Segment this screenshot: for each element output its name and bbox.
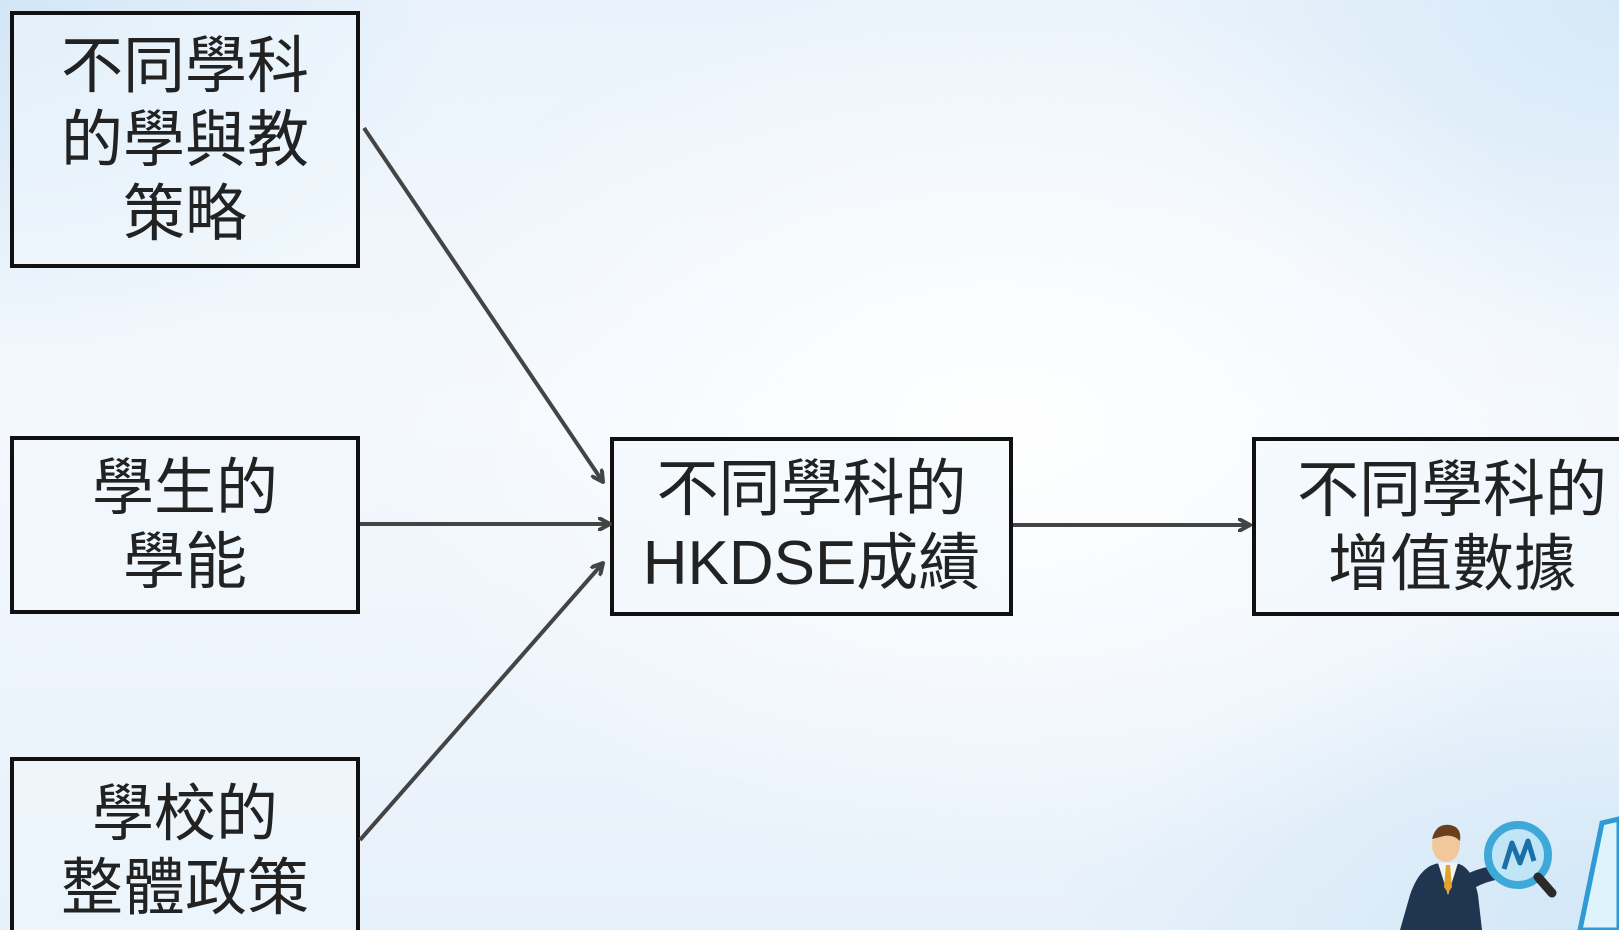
node-label-line: 學校的: [91, 777, 278, 850]
node-label-line: HKDSE成績: [643, 526, 981, 601]
node-teaching-strategy: 不同學科 的學與教 策略: [10, 11, 360, 268]
node-value-added-data: 不同學科的 增值數據: [1252, 437, 1619, 616]
node-label-line: 不同學科的: [656, 452, 967, 525]
arrow-strategy-to-results: [362, 126, 603, 482]
node-label-line: 策略: [122, 176, 247, 250]
node-label-line: 整體政策: [60, 851, 309, 924]
node-label-line: 學能: [122, 525, 247, 598]
node-label-line: 的學與教: [60, 102, 309, 176]
results-text: 成績: [856, 526, 981, 599]
businessman-with-magnifier-icon: [1400, 816, 1619, 930]
node-label-line: 學生的: [91, 451, 278, 524]
hkdse-text: HKDSE: [642, 529, 857, 598]
node-label-line: 不同學科的: [1296, 452, 1607, 526]
arrow-policy-to-results: [358, 563, 603, 842]
node-hkdse-results: 不同學科的 HKDSE成績: [610, 437, 1013, 616]
node-label-line: 增值數據: [1327, 526, 1576, 600]
node-school-policy: 學校的 整體政策: [10, 757, 360, 930]
node-student-ability: 學生的 學能: [10, 436, 360, 614]
node-label-line: 不同學科: [60, 28, 309, 102]
